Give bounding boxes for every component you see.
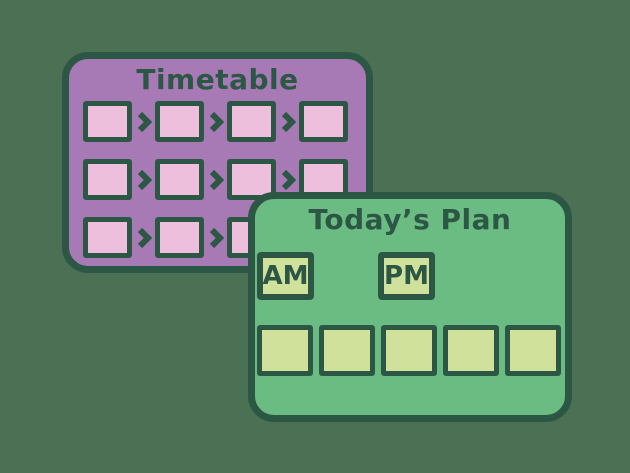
timetable-cell <box>227 101 276 142</box>
chevron-right-icon <box>132 101 155 142</box>
plan-slot[interactable] <box>443 325 499 376</box>
chevron-right-icon <box>132 159 155 200</box>
chevron-right-icon <box>204 217 227 258</box>
todays-plan-card: Today’s Plan AM PM <box>248 192 572 422</box>
plan-title: Today’s Plan <box>308 203 512 236</box>
plan-slot[interactable] <box>381 325 437 376</box>
timetable-cell <box>155 101 204 142</box>
period-row: AM PM <box>257 252 435 300</box>
timetable-cell <box>155 217 204 258</box>
plan-slot-row <box>257 325 561 376</box>
chevron-right-icon <box>276 101 299 142</box>
timetable-row <box>83 159 348 200</box>
timetable-row <box>83 101 348 142</box>
plan-slot[interactable] <box>257 325 313 376</box>
am-button[interactable]: AM <box>257 252 314 300</box>
timetable-cell <box>83 217 132 258</box>
chevron-right-icon <box>276 159 299 200</box>
timetable-cell <box>155 159 204 200</box>
chevron-right-icon <box>204 159 227 200</box>
timetable-cell <box>299 101 348 142</box>
timetable-cell <box>83 159 132 200</box>
chevron-right-icon <box>132 217 155 258</box>
chevron-right-icon <box>204 101 227 142</box>
timetable-cell <box>83 101 132 142</box>
pm-button[interactable]: PM <box>378 252 435 300</box>
plan-slot[interactable] <box>319 325 375 376</box>
plan-slot[interactable] <box>505 325 561 376</box>
timetable-title: Timetable <box>136 63 299 96</box>
